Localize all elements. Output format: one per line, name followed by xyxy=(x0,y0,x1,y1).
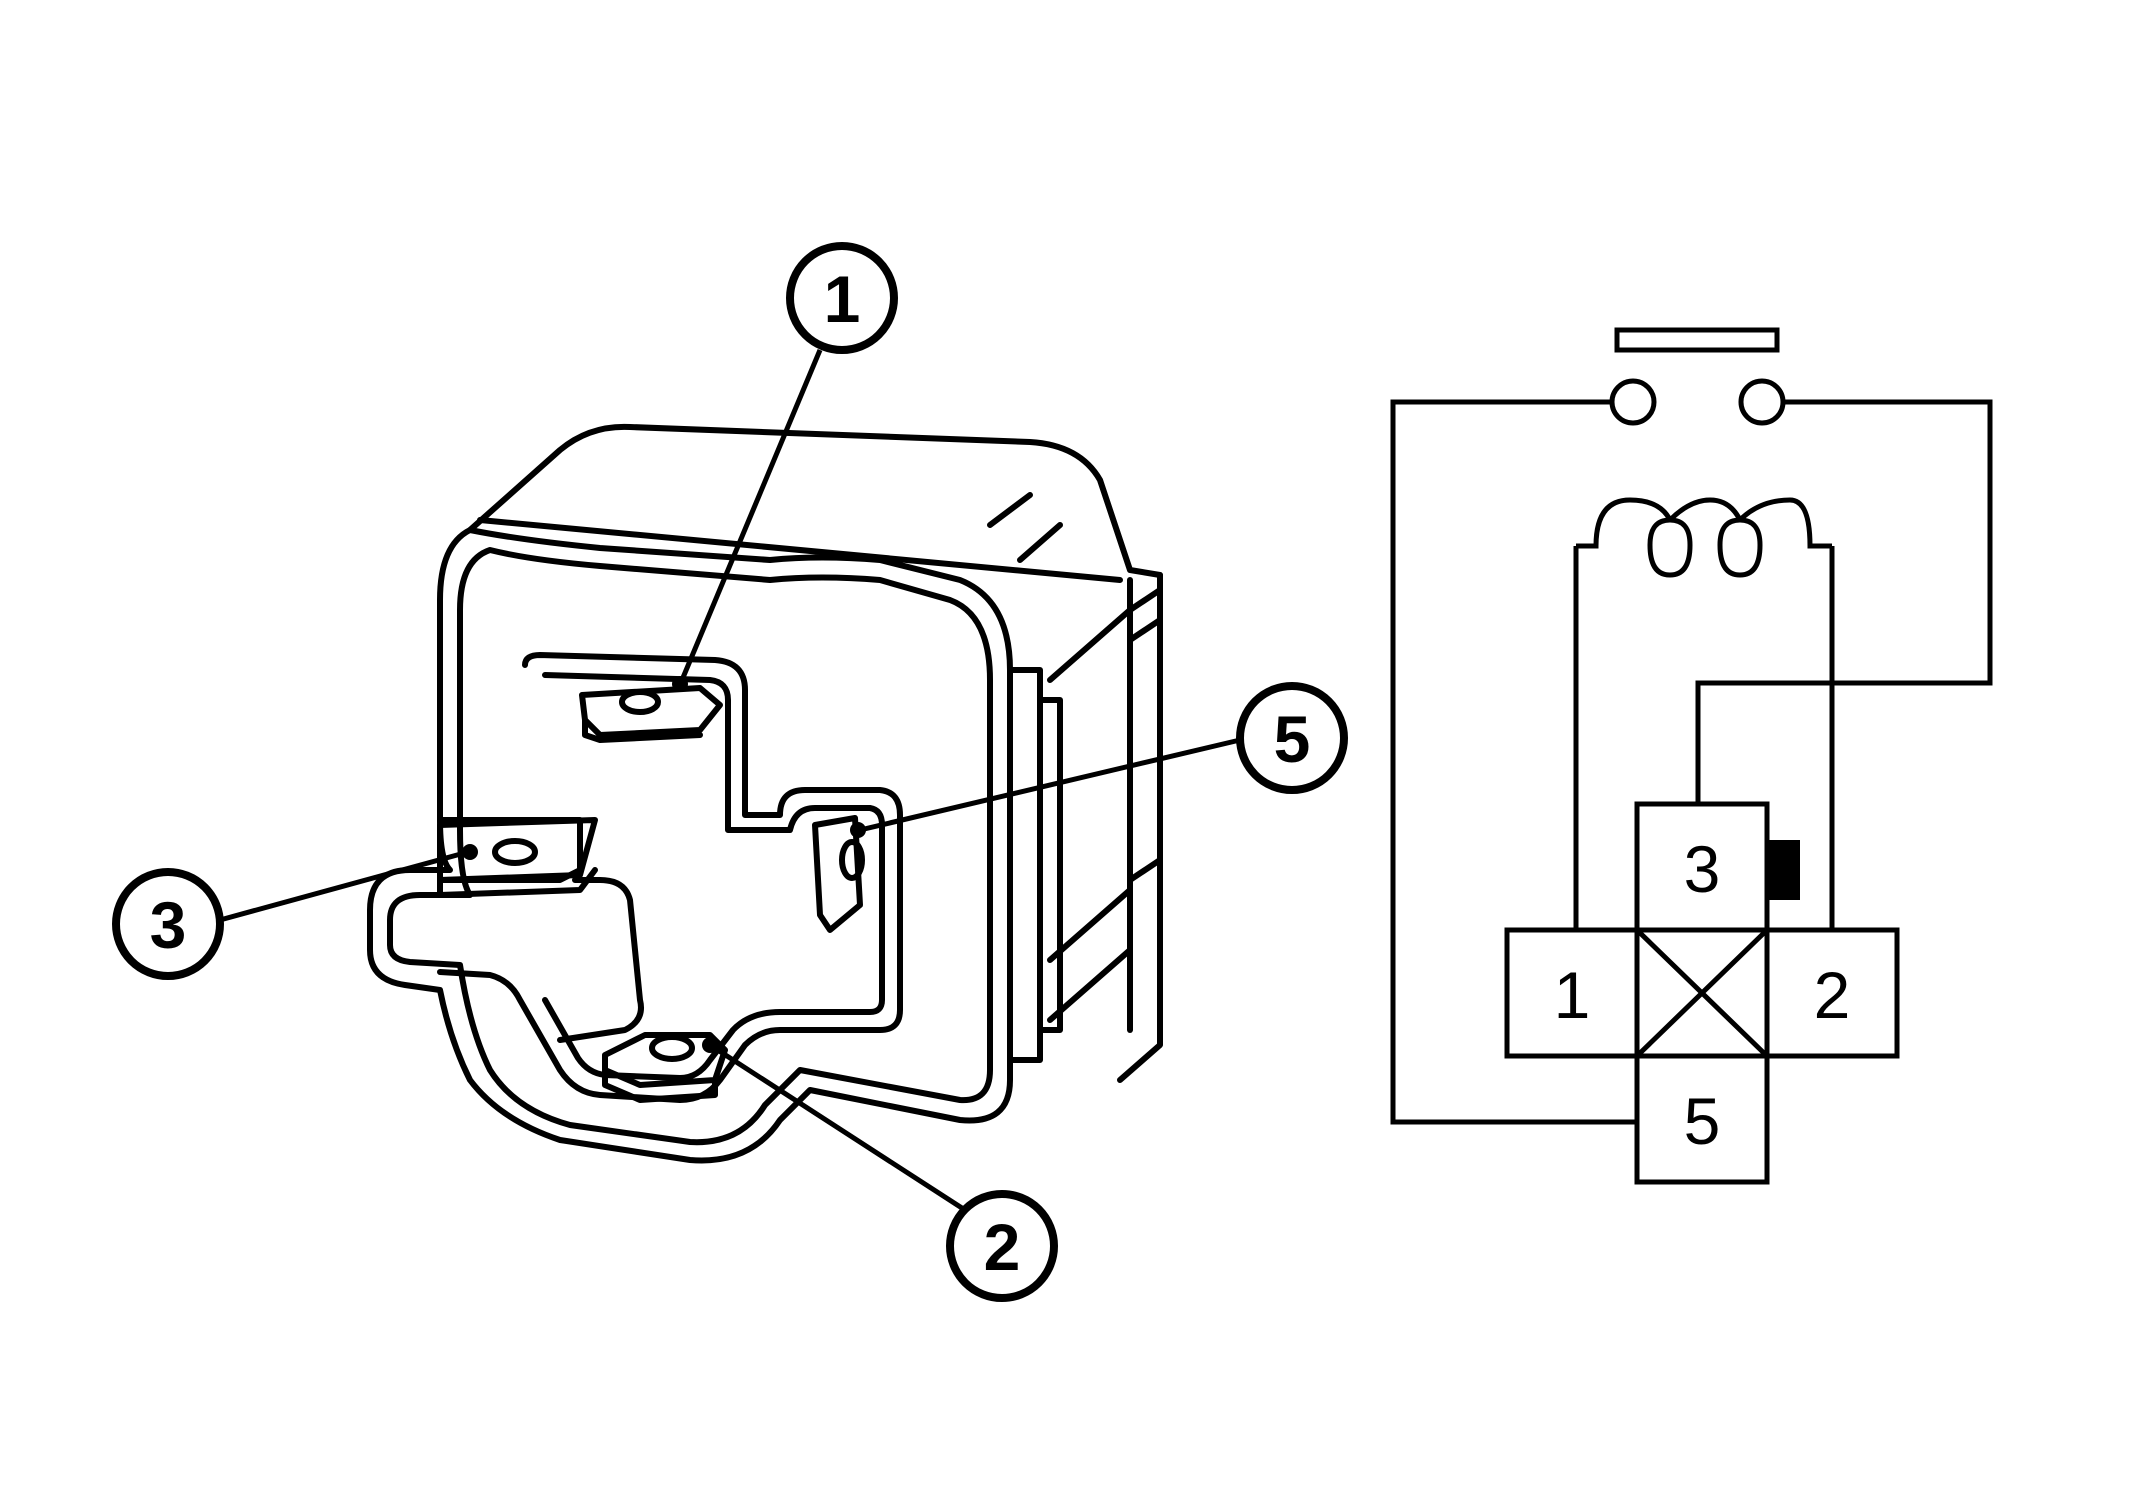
schematic-pin5-label: 5 xyxy=(1684,1084,1721,1158)
relay-cross-cavity-inner xyxy=(542,672,885,1081)
callout-pin1-label: 1 xyxy=(824,262,861,336)
callout-pin5: 5 xyxy=(1236,682,1348,794)
pin5-cell xyxy=(1634,1053,1770,1185)
relay-cross-cavity xyxy=(437,652,903,1103)
leader-pin3 xyxy=(219,849,469,923)
leader-dot-pin2 xyxy=(702,1037,718,1053)
switch-actuator-bar xyxy=(1614,327,1780,353)
relay-housing-shade-1 xyxy=(987,492,1033,528)
leader-pin2 xyxy=(708,1042,967,1213)
relay-terminal-2 xyxy=(602,1032,728,1088)
schematic-pin1-label: 1 xyxy=(1554,958,1591,1032)
callout-leaders xyxy=(219,349,1241,1213)
relay-terminal-2-hole xyxy=(649,1034,695,1062)
callout-pin2: 2 xyxy=(946,1190,1058,1302)
callout-pin3-circle xyxy=(112,868,224,980)
leader-pin1 xyxy=(679,349,823,681)
switch-contact-right xyxy=(1738,378,1786,426)
schematic-pin2-label: 2 xyxy=(1814,958,1851,1032)
relay-terminal-2-edge xyxy=(602,1067,718,1103)
relay-illustration xyxy=(367,423,1163,1164)
relay-housing-top-edge xyxy=(477,517,1123,583)
leader-pin5 xyxy=(859,737,1241,833)
relay-housing-top xyxy=(467,423,1163,578)
callout-leader-dots xyxy=(462,676,866,1053)
relay-side-tab-upper xyxy=(1047,587,1163,683)
callout-pin5-label: 5 xyxy=(1274,702,1311,776)
relay-side-tab-lower xyxy=(1047,857,1163,1023)
relay-cavity-step-lower xyxy=(557,877,644,1043)
relay-terminal-5-hole xyxy=(839,839,865,881)
relay-side-rail xyxy=(1007,667,1043,1063)
relay-terminal-5 xyxy=(812,815,863,933)
wire-switch-to-pin3 xyxy=(1695,399,1993,804)
relay-frame-outer xyxy=(367,527,1013,1164)
callout-pin5-circle xyxy=(1236,682,1348,794)
callout-pin3: 3 xyxy=(112,868,224,980)
callout-pin2-label: 2 xyxy=(984,1210,1021,1284)
relay-schematic xyxy=(1390,327,1993,1185)
pin-center-cross-b xyxy=(1635,928,1769,1058)
relay-side-rail-2 xyxy=(1037,697,1063,1033)
relay-terminal-1-hole xyxy=(619,689,661,715)
relay-terminal-3-hole xyxy=(492,838,538,866)
relay-terminal-3-edge xyxy=(437,867,598,898)
relay-terminal-1-edge xyxy=(582,717,703,743)
relay-housing-right xyxy=(1117,572,1163,1083)
schematic-pin3-label: 3 xyxy=(1684,832,1721,906)
switch-contact-left xyxy=(1609,378,1657,426)
callout-pin1-circle xyxy=(786,242,898,354)
callout-pin1: 1 xyxy=(786,242,898,354)
connector-key-tab xyxy=(1768,840,1800,900)
callout-pin2-circle xyxy=(946,1190,1058,1302)
pin2-cell xyxy=(1764,927,1900,1059)
relay-housing-shade-2 xyxy=(1017,522,1063,563)
coil-winding xyxy=(1576,497,1832,578)
leader-dot-pin3 xyxy=(462,844,478,860)
wire-switch-to-pin5 xyxy=(1390,399,1637,1125)
leader-dot-pin5 xyxy=(850,822,866,838)
leader-dot-pin1 xyxy=(672,676,688,692)
callout-pin3-label: 3 xyxy=(150,888,187,962)
